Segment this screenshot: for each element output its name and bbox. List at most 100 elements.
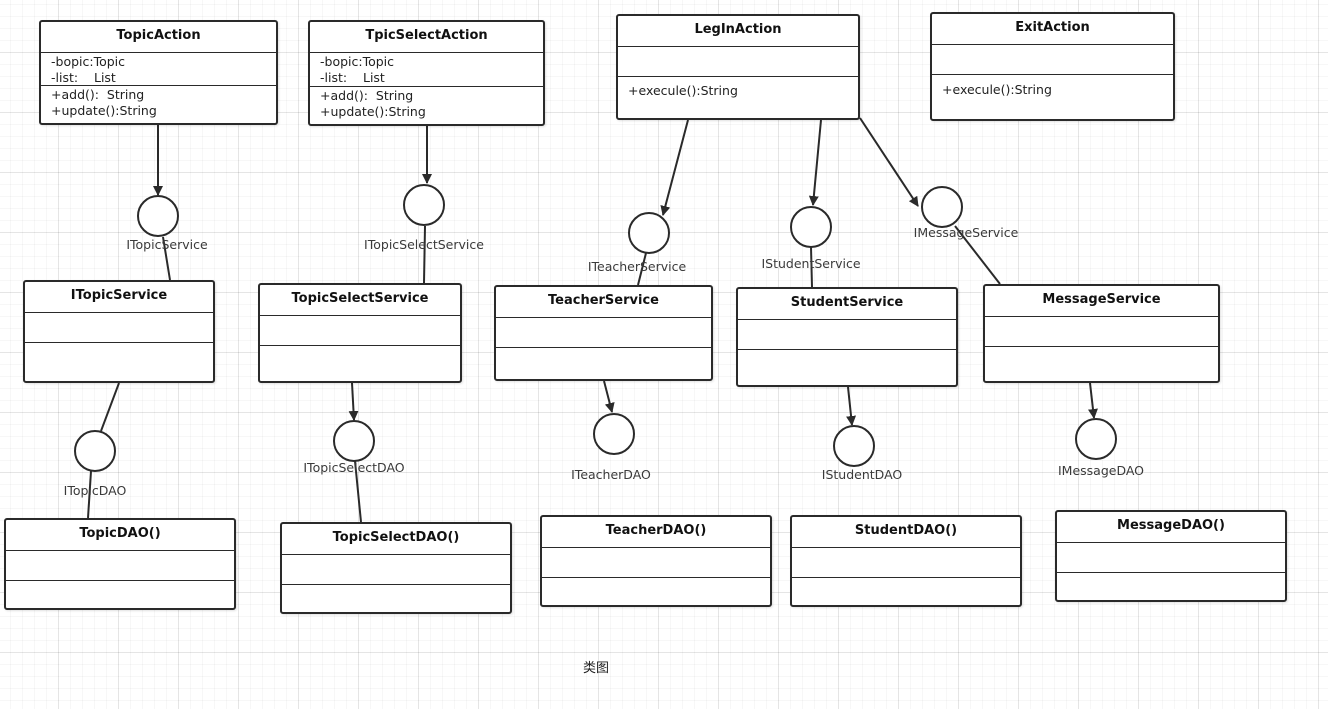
interface-label: IMessageService [913, 225, 1019, 240]
attribute: -list: List [51, 70, 116, 85]
class-topic-action[interactable]: TopicAction -bopic:Topic -list: List +ad… [39, 20, 278, 125]
interface-label: ITeacherDAO [571, 467, 651, 482]
interface-circle-itopic-dao[interactable] [74, 430, 116, 472]
interface-label: IMessageDAO [1057, 463, 1145, 478]
operation: +update():String [51, 103, 157, 118]
interface-circle-iteacher-service[interactable] [628, 212, 670, 254]
interface-label: ITopicSelectDAO [303, 460, 405, 475]
attributes-compartment [1057, 542, 1285, 573]
operation: +execule():String [628, 83, 738, 98]
operations-compartment [738, 349, 956, 386]
attributes-compartment [542, 547, 770, 578]
attributes-compartment [738, 319, 956, 350]
dependency-arrow [859, 117, 919, 207]
class-student-service[interactable]: StudentService [736, 287, 958, 387]
class-student-dao[interactable]: StudentDAO() [790, 515, 1022, 607]
dependency-line [100, 382, 120, 432]
interface-circle-imessage-dao[interactable] [1075, 418, 1117, 460]
operations-compartment [1057, 572, 1285, 601]
attributes-compartment [618, 46, 858, 77]
class-name: TpicSelectAction [365, 28, 488, 43]
interface-circle-istudent-service[interactable] [790, 206, 832, 248]
interface-circle-itopic-service[interactable] [137, 195, 179, 237]
class-topic-select-dao[interactable]: TopicSelectDAO() [280, 522, 512, 614]
operations-compartment [282, 584, 510, 613]
realization-line [423, 225, 426, 284]
interface-circle-iteacher-dao[interactable] [593, 413, 635, 455]
operation: +add(): String [320, 88, 414, 103]
class-name: ExitAction [1015, 20, 1090, 35]
attribute: -bopic:Topic [320, 54, 395, 69]
operation: +execule():String [942, 82, 1052, 97]
class-teacher-dao[interactable]: TeacherDAO() [540, 515, 772, 607]
interface-label: ITopicDAO [63, 483, 127, 498]
class-name: TopicSelectDAO() [332, 530, 460, 545]
diagram-caption: 类图 [583, 661, 610, 676]
attributes-compartment [6, 550, 234, 581]
class-legin-action[interactable]: LegInAction +execule():String [616, 14, 860, 120]
interface-label: IStudentService [761, 256, 861, 271]
realization-line [354, 460, 362, 523]
class-name: TeacherService [548, 293, 659, 308]
operations-compartment: +add(): String +update():String [310, 86, 543, 126]
attributes-compartment [260, 315, 460, 346]
class-name: MessageService [1042, 292, 1161, 307]
operations-compartment: +execule():String [618, 76, 858, 125]
operations-compartment [542, 577, 770, 606]
attributes-compartment: -bopic:Topic -list: List [310, 52, 543, 87]
interface-label: ITeacherService [587, 259, 687, 274]
operations-compartment [792, 577, 1020, 606]
dependency-arrow [603, 380, 615, 413]
class-message-dao[interactable]: MessageDAO() [1055, 510, 1287, 602]
interface-circle-istudent-dao[interactable] [833, 425, 875, 467]
realization-line [87, 470, 92, 519]
interface-label: ITopicSelectService [364, 237, 484, 252]
class-name: MessageDAO() [1117, 518, 1225, 533]
operations-compartment [985, 346, 1218, 382]
realization-line [162, 236, 171, 281]
dependency-arrow [808, 119, 822, 206]
attributes-compartment [932, 44, 1173, 75]
realization-line [954, 225, 1001, 285]
class-message-service[interactable]: MessageService [983, 284, 1220, 383]
realization-line [810, 246, 813, 288]
attributes-compartment [282, 554, 510, 585]
interface-circle-itopic-select-dao[interactable] [333, 420, 375, 462]
class-name: LegInAction [694, 22, 782, 37]
interface-circle-imessage-service[interactable] [921, 186, 963, 228]
operations-compartment [25, 342, 213, 382]
attributes-compartment [792, 547, 1020, 578]
operation: +add(): String [51, 87, 145, 102]
interface-label: IStudentDAO [821, 467, 903, 482]
class-name: TopicDAO() [79, 526, 161, 541]
operations-compartment [6, 580, 234, 609]
class-name: StudentDAO() [854, 523, 958, 538]
operations-compartment: +add(): String +update():String [41, 85, 276, 125]
class-name: StudentService [790, 295, 904, 310]
attributes-compartment [496, 317, 711, 348]
operations-compartment [496, 347, 711, 380]
class-name: ITopicService [70, 288, 168, 303]
class-name: TopicAction [116, 28, 201, 43]
attribute: -bopic:Topic [51, 54, 126, 69]
class-teacher-service[interactable]: TeacherService [494, 285, 713, 381]
dependency-arrow [660, 119, 689, 216]
class-exit-action[interactable]: ExitAction +execule():String [930, 12, 1175, 121]
interface-circle-itopic-select-service[interactable] [403, 184, 445, 226]
class-tpic-select-action[interactable]: TpicSelectAction -bopic:Topic -list: Lis… [308, 20, 545, 126]
realization-line [637, 252, 647, 286]
dependency-arrow [846, 386, 857, 426]
operation: +update():String [320, 104, 426, 119]
attributes-compartment: -bopic:Topic -list: List [41, 52, 276, 86]
operations-compartment: +execule():String [932, 74, 1173, 127]
attributes-compartment [985, 316, 1218, 347]
attribute: -list: List [320, 70, 385, 85]
class-itopic-service[interactable]: ITopicService [23, 280, 215, 383]
dependency-arrow [348, 382, 359, 421]
class-topic-select-service[interactable]: TopicSelectService [258, 283, 462, 383]
class-topic-dao[interactable]: TopicDAO() [4, 518, 236, 610]
attributes-compartment [25, 312, 213, 343]
class-name: TopicSelectService [291, 291, 429, 306]
interface-label: ITopicService [126, 237, 208, 252]
